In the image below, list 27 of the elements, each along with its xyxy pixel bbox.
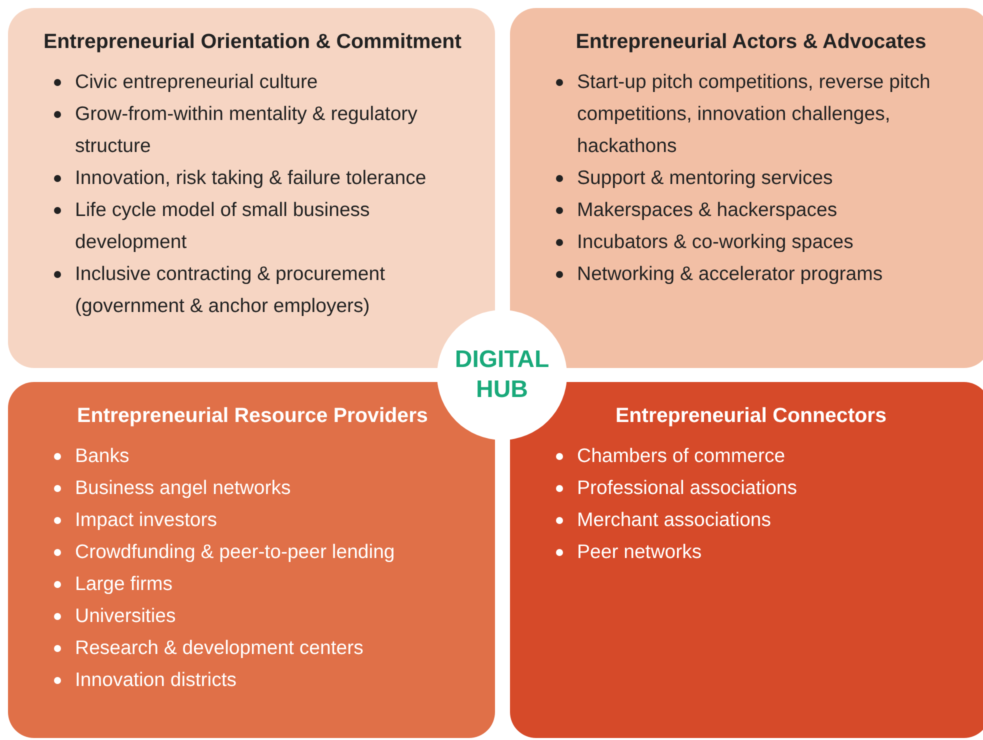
bullet-item: Innovation districts (75, 668, 236, 693)
bullet-item: Incubators & co-working spaces (577, 230, 854, 255)
bullet-item: Life cycle model of small business development (75, 198, 371, 255)
panel-heading: Entrepreneurial Resource Providers (76, 403, 429, 429)
bullet-item: Impact investors (75, 508, 217, 533)
bullet-item: Networking & accelerator programs (577, 262, 883, 287)
bullet-item: Chambers of commerce (577, 444, 786, 469)
bullet-item: Professional associations (577, 476, 798, 501)
panel-heading: Entrepreneurial Orientation & Commitment (42, 29, 463, 55)
panel-heading: Entrepreneurial Connectors (614, 403, 888, 429)
bullet-item: Start-up pitch competitions, reverse pitch competitions, innovation challenges, hackathons (577, 70, 932, 159)
bullet-item: Innovation, risk taking & failure tolerance (75, 166, 426, 191)
bullet-item: Large firms (75, 572, 173, 597)
bullet-item: Civic entrepreneurial culture (75, 70, 318, 95)
hub-label: DIGITAL HUB (454, 345, 550, 405)
bullet-item: Support & mentoring services (577, 166, 833, 191)
bullet-item: Merchant associations (577, 508, 772, 533)
bullet-item: Peer networks (577, 540, 702, 565)
panel-heading: Entrepreneurial Actors & Advocates (574, 29, 928, 55)
bullet-item: Business angel networks (75, 476, 291, 501)
bullet-item: Inclusive contracting & procurement (government & anchor employers) (75, 262, 386, 319)
bullet-item: Universities (75, 604, 176, 629)
bullet-item: Research & development centers (75, 636, 364, 661)
bullet-item: Banks (75, 444, 130, 469)
bullet-item: Grow-from-within mentality & regulatory structure (75, 102, 418, 159)
bullet-item: Crowdfunding & peer-to-peer lending (75, 540, 395, 565)
bullet-item: Makerspaces & hackerspaces (577, 198, 838, 223)
